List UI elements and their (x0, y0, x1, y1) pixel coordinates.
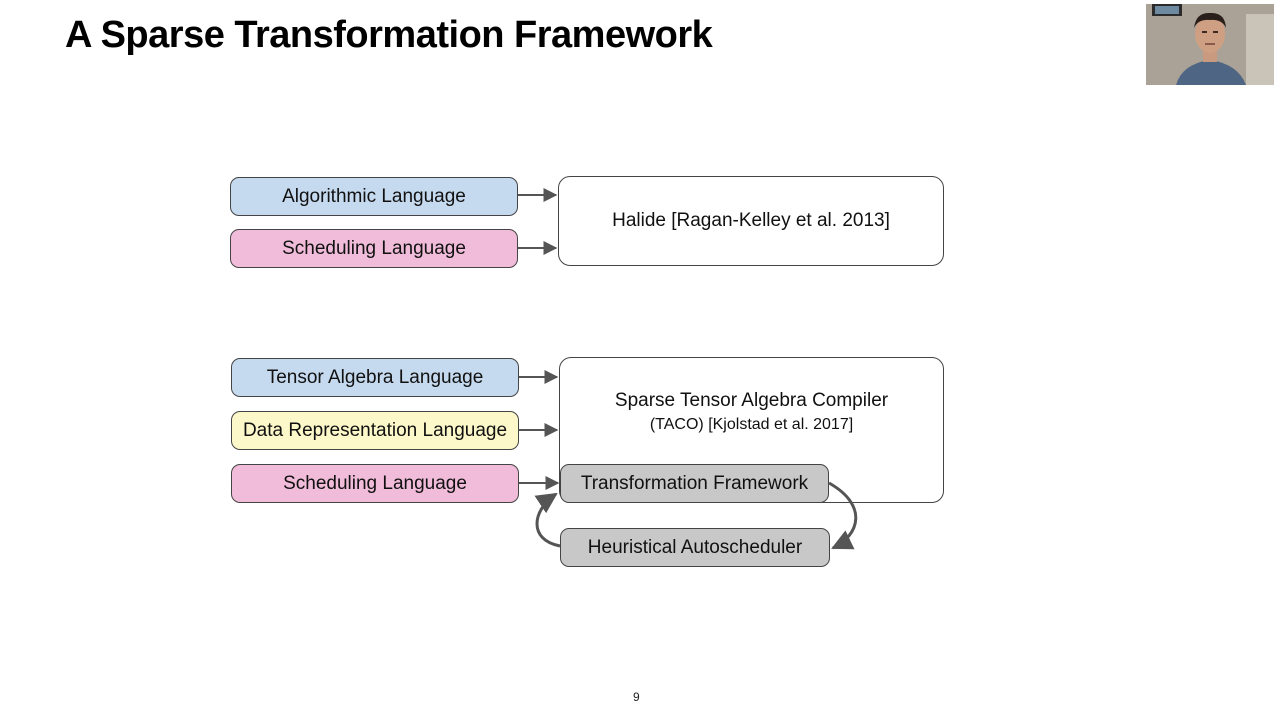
taco-title: Sparse Tensor Algebra Compiler (614, 390, 889, 411)
presenter-video-icon (1146, 4, 1274, 85)
halide-label: Halide [Ragan-Kelley et al. 2013] (612, 210, 890, 231)
arrow-autoscheduler-to-framework (534, 492, 561, 548)
taco-scheduling-language-box: Scheduling Language (231, 464, 519, 503)
presenter-webcam (1146, 4, 1274, 85)
algorithmic-language-box: Algorithmic Language (230, 177, 518, 216)
halide-scheduling-language-box: Scheduling Language (230, 229, 518, 268)
halide-compiler-box: Halide [Ragan-Kelley et al. 2013] (558, 176, 944, 266)
page-number: 9 (633, 690, 640, 704)
slide-title: A Sparse Transformation Framework (65, 14, 713, 56)
transformation-framework-box: Transformation Framework (560, 464, 829, 503)
data-representation-language-box: Data Representation Language (231, 411, 519, 450)
heuristical-autoscheduler-box: Heuristical Autoscheduler (560, 528, 830, 567)
taco-subtitle: (TACO) [Kjolstad et al. 2017] (649, 416, 854, 433)
tensor-algebra-language-box: Tensor Algebra Language (231, 358, 519, 397)
